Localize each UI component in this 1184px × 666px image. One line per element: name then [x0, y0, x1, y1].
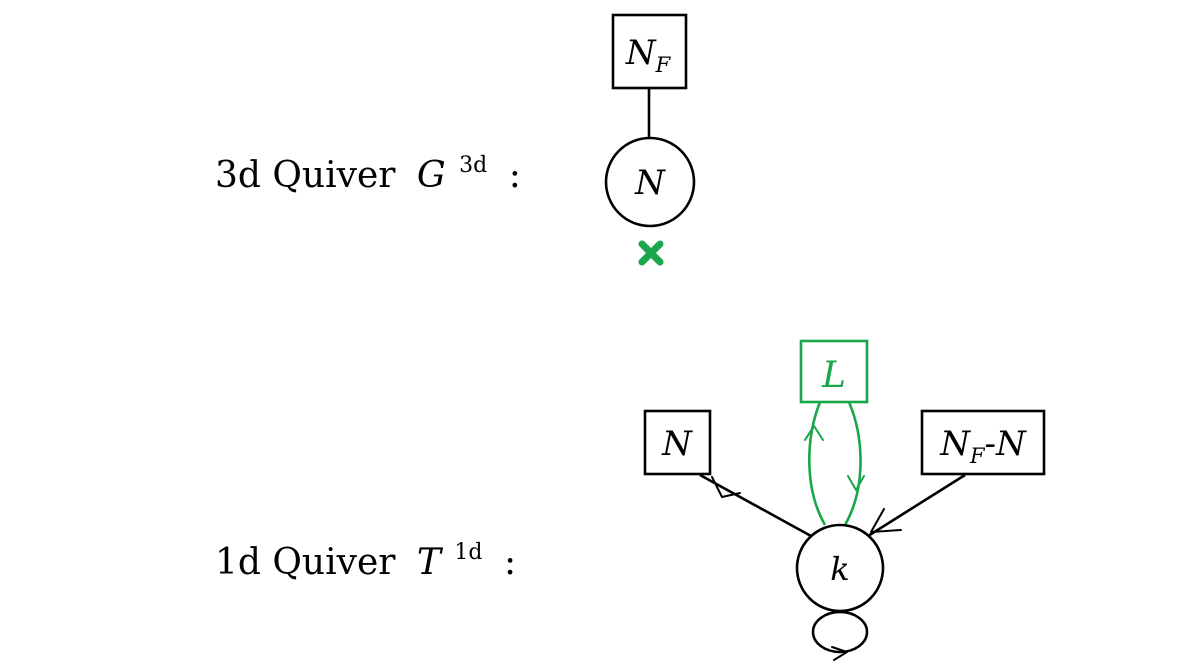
green-edge-down-arrowhead	[847, 475, 865, 491]
edge-right-arrowhead	[870, 508, 902, 533]
quiver-1d: 1d Quiver T 1d : N L NF-N k	[215, 339, 1046, 661]
quiver-3d-symbol: G	[417, 155, 446, 196]
quiver-1d-center-label: L	[821, 355, 846, 396]
quiver-1d-right-sub: F	[969, 444, 986, 468]
quiver-1d-symbol: T	[417, 542, 444, 583]
quiver-3d-caption: 3d Quiver G 3d :	[215, 140, 521, 196]
self-loop-arrowhead	[831, 646, 848, 661]
quiver-3d-flavor-sub: F	[655, 53, 672, 77]
quiver-3d-caption-prefix: 3d Quiver	[215, 155, 396, 196]
quiver-1d-left-label: N	[661, 424, 693, 464]
self-loop	[811, 610, 869, 654]
quiver-3d-flavor-label: NF	[625, 33, 672, 77]
quiver-3d-flavor-base: N	[625, 33, 657, 73]
edge-left-arrowhead	[711, 476, 741, 498]
quiver-1d-right-label: NF-N	[939, 424, 1027, 468]
quiver-1d-superscript: 1d	[454, 540, 482, 565]
quiver-1d-right-tail: -N	[985, 424, 1027, 464]
quiver-3d-flavor-box	[611, 13, 688, 90]
quiver-3d-colon: :	[509, 155, 521, 196]
edge-from-right-box	[867, 473, 966, 538]
green-edge-up-arrowhead	[804, 425, 824, 441]
quiver-1d-right-box	[920, 409, 1046, 476]
quiver-3d-marker	[638, 240, 664, 266]
quiver-3d-gauge-label: N	[634, 163, 666, 203]
quiver-1d-colon: :	[504, 542, 516, 583]
quiver-3d: 3d Quiver G 3d : NF N	[215, 13, 696, 266]
quiver-1d-right-base: N	[939, 424, 971, 464]
quiver-1d-left-box	[643, 409, 712, 476]
quiver-3d-gauge-node	[604, 136, 696, 228]
quiver-3d-superscript: 3d	[459, 153, 487, 178]
edge-to-left-box	[699, 473, 812, 538]
quiver-1d-gauge-node	[795, 523, 885, 613]
green-edge-down	[843, 401, 862, 526]
quiver-1d-gauge-label: k	[830, 550, 849, 588]
quiver-1d-caption-prefix: 1d Quiver	[215, 542, 396, 583]
green-edge-up	[808, 401, 827, 526]
quiver-1d-caption: 1d Quiver T 1d :	[215, 527, 516, 583]
quiver-1d-center-box	[799, 339, 869, 404]
